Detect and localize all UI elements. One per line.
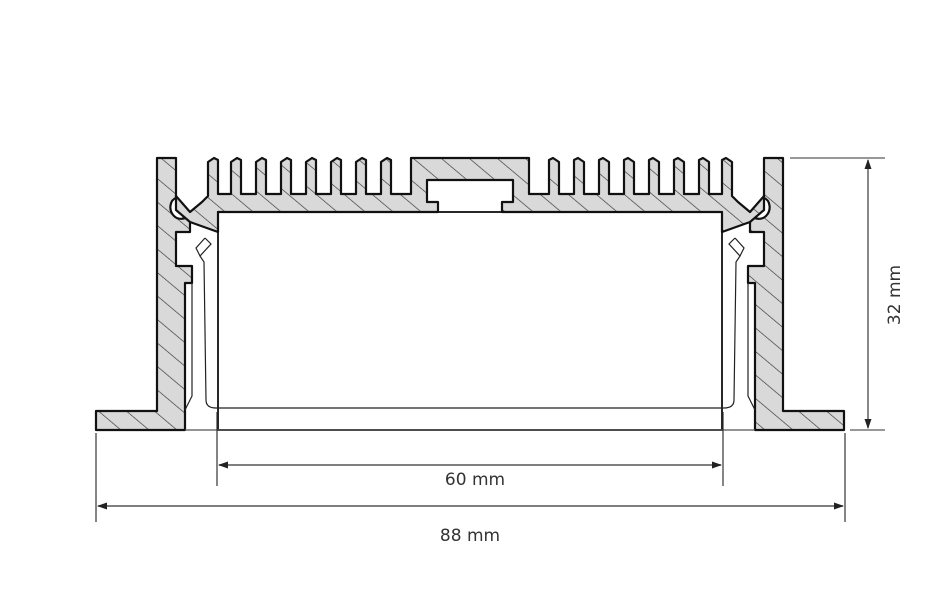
- diffuser-insert: [184, 237, 756, 431]
- dimension-inner-width: 60 mm: [216, 412, 724, 490]
- heatsink-top: [174, 156, 766, 234]
- height-label: 32 mm: [885, 265, 905, 325]
- dimension-overall-width: 88 mm: [95, 433, 846, 546]
- left-wall: [94, 156, 194, 432]
- right-wall: [746, 156, 846, 432]
- inner-cavity: [217, 211, 723, 431]
- overall-width-label: 88 mm: [440, 526, 500, 546]
- dimension-height: 32 mm: [790, 157, 905, 431]
- inner-width-label: 60 mm: [445, 470, 505, 490]
